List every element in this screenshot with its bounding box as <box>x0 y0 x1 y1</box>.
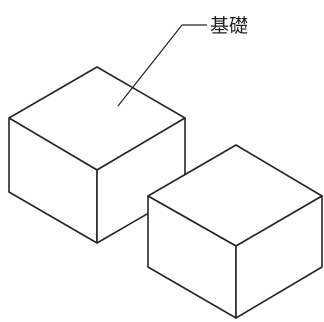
foundation-block-right-right-face <box>235 195 323 319</box>
foundation-block-right <box>147 144 323 319</box>
callout-leader-line <box>117 24 207 107</box>
foundation-block-left <box>8 66 186 244</box>
callout-label: 基礎 <box>210 15 248 37</box>
